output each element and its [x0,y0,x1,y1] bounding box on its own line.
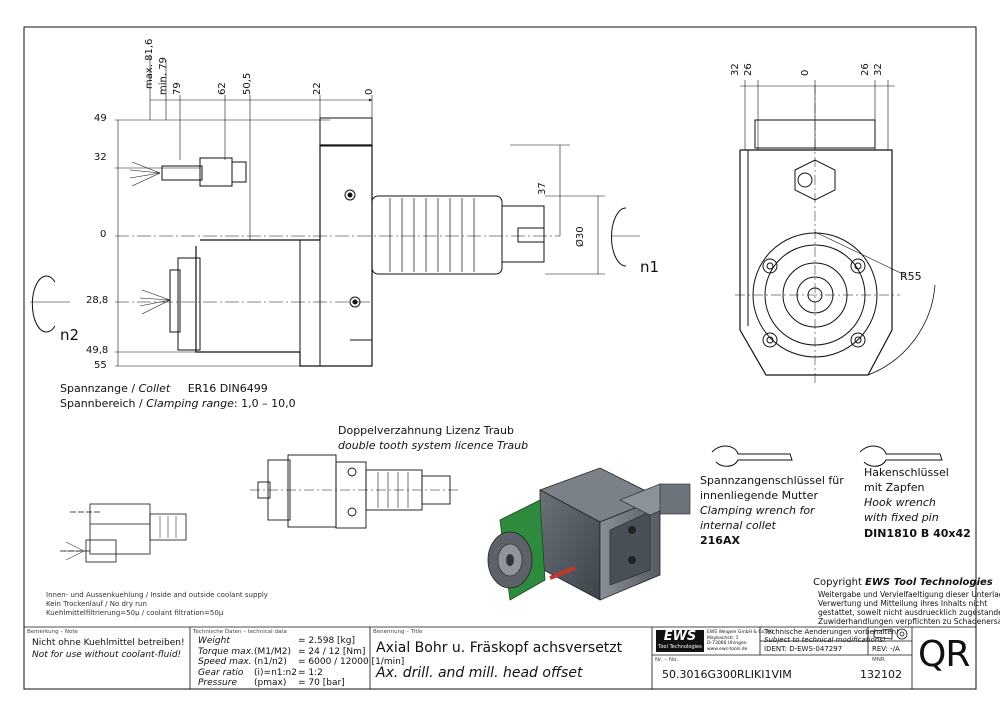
isometric-render [487,467,691,601]
mnr-number: 132102 [860,668,902,681]
clamping-range-de: Spannbereich / [60,397,143,410]
nr-header: Nr. – No. [655,657,678,663]
wrench1-de1: Spannzangenschlüssel für [700,474,844,487]
wrench1-en2: internal collet [700,519,776,532]
coolant-note-3: Kuehlmittelfiltrierung=50μ / coolant fil… [46,609,224,617]
tech-row: Gear ratio(i)=n1:n2= 1:2 [198,667,323,678]
gearing-de: Doppelverzahnung Lizenz Traub [338,424,514,437]
projection-symbol [873,628,908,640]
dim-min-79: min. 79 [158,57,169,95]
copyright-brand: EWS Tool Technologies [865,577,993,588]
tech-row: Torque max.(M1/M2)= 24 / 12 [Nm] [198,646,366,657]
dim-50-5: 50,5 [242,72,253,95]
copyright-l1: Weitergabe und Vervielfaeltigung dieser … [818,590,1000,599]
qr-mark: QR [918,634,970,675]
revision: REV: -/A [872,645,900,653]
wrench2-de1: Hakenschlüssel [864,466,949,479]
note-header: Bemerkung – Note [27,629,78,635]
dim-22: 22 [312,82,323,95]
note-de: Nicht ohne Kuehlmittel betreiben! [32,638,185,648]
copyright-prefix: Copyright [813,577,866,588]
dim-0-left: 0 [100,229,107,240]
dim-49: 49 [94,113,107,124]
dim-0-top: 0 [364,88,375,95]
mnr-header: MNR [872,657,885,663]
copyright-l4: Zuwiderhandlungen verpflichten zu Schade… [818,617,1000,626]
schematic-view [60,503,187,563]
wrench1-de2: innenliegende Mutter [700,489,818,502]
part-number: 50.3016G300RLIKI1VIM [662,668,792,681]
collet-spec: ER16 DIN6499 [187,382,268,395]
copyright-l2: Verwertung und Mitteilung ihres Inhalts … [818,599,988,608]
tech-data-table: Weight= 2.598 [kg] Torque max.(M1/M2)= 2… [198,636,404,689]
title-header: Benennung – Title [373,629,423,635]
note-en: Not for use without coolant-fluid! [32,650,182,660]
company-address: EWS Weigele GmbH & Co. KG Maybachstr. 1 … [707,630,774,652]
dim-diameter-30: Ø30 [575,226,586,247]
changes-de: Technische Aenderungen vorbehalten! [764,628,899,636]
dim-55: 55 [94,360,107,371]
clamping-range-line: Spannbereich / Clamping range: 1,0 – 10,… [60,397,296,410]
clamping-range-en: Clamping range [146,397,234,410]
dim-37: 37 [537,182,548,195]
dim-62: 62 [217,82,228,95]
dim-28-8: 28,8 [86,295,109,306]
coolant-note-1: Innen- und Aussenkuehlung / Inside and o… [46,591,268,599]
front-dim-0: 0 [800,69,811,76]
tech-row: Speed max.(n1/n2)= 6000 / 12000 [1/min] [198,657,405,667]
wrench2-de2: mit Zapfen [864,481,925,494]
front-dim-32-left: 32 [730,63,741,76]
ews-logo: EWS Tool Technologies [656,630,704,652]
label-n1: n1 [640,258,660,276]
drawing-title-en: Ax. drill. and mill. head offset [376,665,583,681]
ident-number: IDENT: D-EWS-047297 [764,645,843,653]
front-view [735,80,936,385]
dim-49-8: 49,8 [86,345,109,356]
collet-de: Spannzange / [60,382,136,395]
collet-line: Spannzange / Collet ER16 DIN6499 [60,382,268,395]
wrench2-en1: Hook wrench [864,496,936,509]
tech-row: Weight= 2.598 [kg] [198,636,355,646]
tech-header: Technische Daten – technical data [193,629,287,635]
clamping-range-value: : 1,0 – 10,0 [233,397,296,410]
collet-en: Collet [138,382,171,395]
wrench1-en1: Clamping wrench for [700,504,815,517]
front-dim-26-left: 26 [743,63,754,76]
wrench2-code: DIN1810 B 40x42 [864,527,971,540]
title-block-grid [24,626,976,689]
wrench-icons [711,445,943,467]
wrench1-code: 216AX [700,534,740,547]
dim-79: 79 [172,82,183,95]
changes-en: Subject to technical modifications! [764,636,886,644]
copyright-title: Copyright EWS Tool Technologies [813,577,993,588]
dim-32: 32 [94,152,107,163]
side-view [30,55,640,367]
gearing-en: double tooth system licence Traub [338,439,529,452]
front-dim-26-right: 26 [860,63,871,76]
copyright-l3: gestattet, soweit nicht ausdruecklich zu… [818,608,1000,617]
label-n2: n2 [60,326,80,344]
sheet-frame [23,26,977,690]
drawing-title-de: Axial Bohr u. Fräskopf achsversetzt [376,640,623,656]
radius-r55: R55 [900,270,922,283]
dim-max-81-6: max. 81,6 [144,38,155,89]
top-view [250,454,460,529]
tech-row: Pressure(pmax)= 70 [bar] [198,678,345,688]
coolant-note-2: Kein Trockenlauf / No dry run [46,600,147,608]
front-dim-32-right: 32 [873,63,884,76]
wrench2-en2: with fixed pin [864,511,939,524]
